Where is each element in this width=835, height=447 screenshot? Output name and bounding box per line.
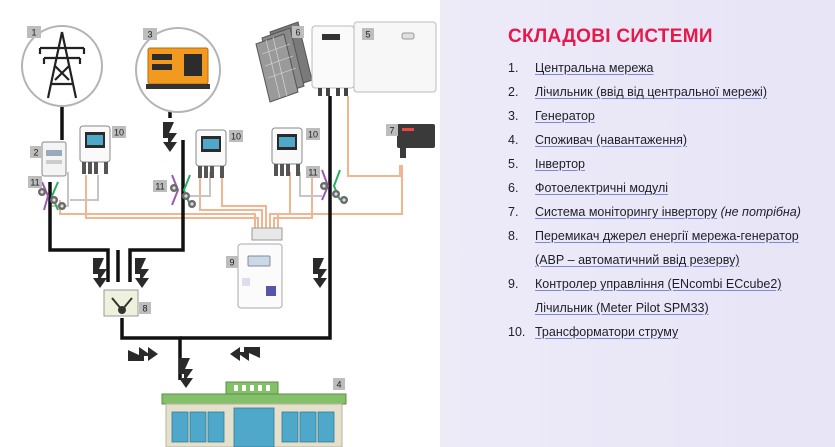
- signal-wires: [59, 96, 403, 232]
- list-item-text: Генератор: [535, 109, 595, 123]
- list-item-text: Лічильник (Meter Pilot SPM33): [535, 301, 709, 315]
- badge-8-label: 8: [142, 304, 147, 314]
- badge-11c: [306, 166, 320, 178]
- list-item-number: 6.: [508, 181, 519, 195]
- list-item: 8. Перемикач джерел енергії мережа-генера…: [508, 224, 833, 248]
- list-item-text: Інвертор: [535, 157, 585, 171]
- list-item: 7. Система моніторингу інвертору (не потр…: [508, 200, 833, 224]
- ct-meter-a: [79, 125, 111, 174]
- list-item-continuation: Лічильник (Meter Pilot SPM33): [508, 296, 833, 320]
- ct-meter-b: [195, 129, 227, 178]
- grey-wires: [52, 172, 322, 207]
- list-item: 3. Генератор: [508, 104, 833, 128]
- badge-4-label: 4: [336, 380, 341, 390]
- badge-10c: [306, 128, 320, 140]
- badge-10a: [112, 126, 126, 138]
- components-list: 1. Центральна мережа 2. Лічильник (ввід ві…: [508, 56, 833, 344]
- badge-9-label: 9: [229, 258, 234, 268]
- badge-7: [386, 124, 398, 136]
- list-item-text: Система моніторингу інвертору: [535, 205, 718, 219]
- list-item-number: 1.: [508, 61, 519, 75]
- badge-10b: [229, 130, 243, 142]
- badge-6-label: 6: [295, 28, 300, 38]
- consumer-building: [161, 381, 347, 447]
- list-item-continuation: (АВР – автоматичний ввід резерву): [508, 248, 833, 272]
- transfer-switch: [103, 289, 139, 317]
- list-item-number: 5.: [508, 157, 519, 171]
- list-item-text: Перемикач джерел енергії мережа-генерато…: [535, 229, 799, 243]
- badge-5-label: 5: [365, 30, 370, 40]
- ct-meter-c: [271, 127, 303, 176]
- list-item-text: Лічильник (ввід від центральної мережі): [535, 85, 768, 99]
- list-item: 1. Центральна мережа: [508, 56, 833, 80]
- badge-4: [333, 378, 345, 390]
- badge-1-label: 1: [31, 28, 36, 38]
- badge-9: [226, 256, 238, 268]
- badge-2-label: 2: [33, 148, 38, 158]
- list-item: 10. Трансформатори струму: [508, 320, 833, 344]
- badge-11c-label: 11: [308, 168, 317, 178]
- components-title: СКЛАДОВІ СИСТЕМИ: [508, 26, 713, 47]
- grid-tower: [21, 25, 103, 107]
- list-item-number: 9.: [508, 277, 519, 291]
- list-item-number: 10.: [508, 325, 526, 339]
- list-item: 4. Споживач (навантаження): [508, 128, 833, 152]
- list-item-number: 7.: [508, 205, 519, 219]
- badge-11b-label: 11: [155, 182, 164, 192]
- generator: [135, 27, 221, 113]
- badge-2: [30, 146, 42, 158]
- list-item-note: (не потрібна): [720, 205, 801, 219]
- badge-5: [362, 28, 374, 40]
- list-item: 6. Фотоелектричні модулі: [508, 176, 833, 200]
- list-item-number: 4.: [508, 133, 519, 147]
- controller-box: [237, 227, 283, 309]
- list-item: 9. Контролер управління (ENcombi ECcube2): [508, 272, 833, 296]
- badge-10b-label: 10: [231, 132, 241, 142]
- list-item-number: 2.: [508, 85, 519, 99]
- badge-11a-label: 11: [30, 178, 39, 188]
- badge-7-label: 7: [389, 126, 394, 136]
- badge-10a-label: 10: [114, 128, 124, 138]
- badge-11b: [153, 180, 167, 192]
- system-diagram: 1 3: [0, 0, 440, 447]
- list-item-text: Контролер управління (ENcombi ECcube2): [535, 277, 782, 291]
- badge-3: [143, 28, 157, 40]
- diagram-svg: 1 3: [21, 21, 437, 447]
- badge-8: [139, 302, 151, 314]
- pv-modules: [255, 21, 313, 103]
- list-item: 5. Інвертор: [508, 152, 833, 176]
- grid-meter: [41, 141, 67, 177]
- list-item-text: Фотоелектричні модулі: [535, 181, 669, 195]
- list-item-text: Центральна мережа: [535, 61, 654, 75]
- list-item-text: (АВР – автоматичний ввід резерву): [535, 253, 740, 267]
- list-item-number: 3.: [508, 109, 519, 123]
- list-item-text: Споживач (навантаження): [535, 133, 688, 147]
- badge-1: [27, 26, 41, 38]
- badge-3-label: 3: [147, 30, 152, 40]
- list-item: 2. Лічильник (ввід від центральної мережі…: [508, 80, 833, 104]
- badge-10c-label: 10: [308, 130, 318, 140]
- badge-6: [292, 26, 304, 38]
- monitoring-device: [397, 124, 435, 158]
- list-item-text: Трансформатори струму: [535, 325, 679, 339]
- inverters: [311, 21, 437, 96]
- badge-11a: [28, 176, 42, 188]
- list-item-number: 8.: [508, 229, 519, 243]
